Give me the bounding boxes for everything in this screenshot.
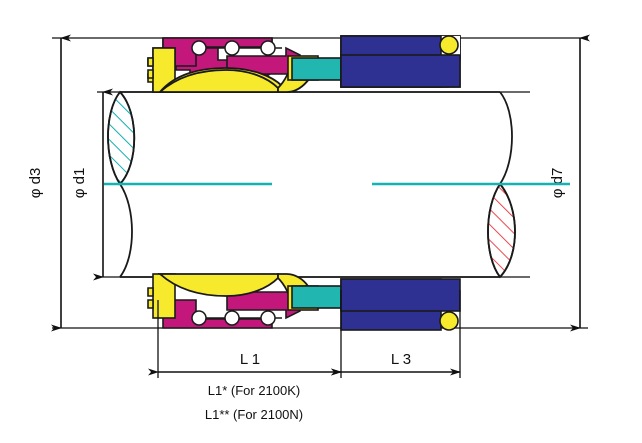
vertical-dimension-d3: φ d3 bbox=[27, 34, 71, 332]
o-ring-upper bbox=[439, 35, 459, 55]
drive-collar-upper bbox=[291, 57, 343, 81]
horizontal-dimension-L3: L 3 bbox=[331, 351, 461, 376]
drawing-notes: L1* (For 2100K) L1** (For 2100N) bbox=[205, 383, 303, 422]
shaft-sleeve-lower bbox=[340, 278, 461, 312]
dimension-label-d3: φ d3 bbox=[27, 168, 44, 199]
stationary-face-hatched-red bbox=[487, 182, 516, 279]
horizontal-dimension-L1: L 1 bbox=[148, 351, 342, 376]
dimension-label-L1: L 1 bbox=[240, 351, 260, 368]
dimension-label-L3: L 3 bbox=[391, 351, 411, 368]
o-ring-lower bbox=[439, 311, 459, 331]
drive-collar-lower bbox=[291, 285, 343, 309]
dimension-label-d1: φ d1 bbox=[71, 168, 88, 199]
upper-seal-assembly bbox=[147, 35, 461, 93]
bottom-extension-lines bbox=[157, 290, 461, 378]
note-l1-double-star: L1** (For 2100N) bbox=[205, 407, 303, 422]
note-l1-star: L1* (For 2100K) bbox=[208, 383, 301, 398]
vertical-dimension-d1: φ d1 bbox=[71, 88, 113, 281]
spring-coil-circles-lower bbox=[191, 310, 282, 326]
rotating-face-hatched-teal bbox=[107, 90, 136, 186]
spring-coil-circles-upper bbox=[191, 40, 282, 56]
lower-seal-assembly bbox=[147, 273, 461, 331]
